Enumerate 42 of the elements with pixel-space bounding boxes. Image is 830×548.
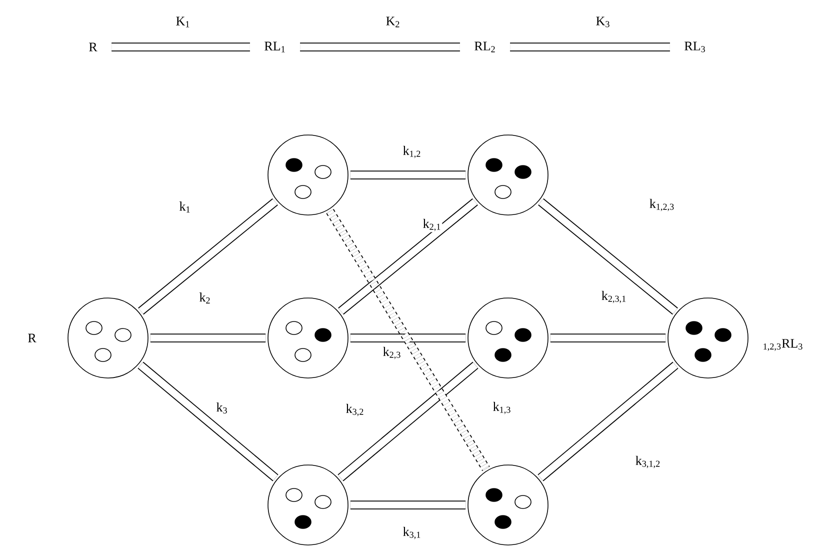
rate-constant-label: k$_{3}$ [215, 402, 229, 414]
species-label: RL$_{3}$ [684, 42, 705, 52]
species-label: RL$_{1}$ [264, 42, 285, 52]
receptor-circle-drawing [468, 134, 548, 216]
species-label: R [89, 42, 98, 52]
rate-constant-label: k$_{2,3}$ [382, 346, 402, 360]
species-label: $_{1,2,3}$RL$_{3}$ [764, 339, 802, 351]
rate-constant-label: k$_{1}$ [178, 200, 192, 214]
species-label: R [28, 334, 36, 342]
rate-constant-label: k$_{2}$ [198, 292, 212, 304]
receptor-circle-drawing [268, 464, 348, 546]
equilibrium-line [112, 42, 250, 52]
receptor-circle-drawing [268, 134, 348, 216]
rate-constant-label: k$_{1,2}$ [402, 144, 422, 160]
equilibrium-line [338, 362, 478, 482]
equilibrium-line [338, 198, 478, 315]
equilibrium-line [326, 208, 490, 472]
equilibrium-line [350, 500, 466, 510]
receptor-circle-drawing [468, 464, 548, 546]
equilibrium-line [300, 42, 460, 52]
species-label: RL$_{2}$ [474, 42, 495, 52]
equilibrium-line [150, 334, 266, 342]
equilibrium-line [510, 42, 670, 52]
rate-constant-label: k$_{1,2,3}$ [648, 198, 676, 212]
rate-constant-label: K$_{1}$ [174, 16, 192, 28]
equilibrium-line [350, 170, 466, 180]
rate-constant-label: K$_{3}$ [594, 16, 612, 28]
equilibrium-line [350, 334, 466, 342]
equilibrium-line [550, 334, 666, 342]
rate-constant-label: k$_{3,2}$ [344, 402, 366, 418]
rate-constant-label: k$_{2,3,1}$ [600, 290, 628, 304]
rate-constant-label: K$_{2}$ [384, 16, 402, 28]
equilibrium-line [538, 362, 678, 482]
rate-constant-label: k$_{3,1}$ [402, 526, 422, 540]
equilibrium-line [138, 362, 278, 482]
equilibrium-line [138, 198, 278, 315]
equilibrium-line [538, 198, 678, 315]
rate-constant-label: k$_{2,1}$ [422, 218, 442, 232]
rate-constant-label: k$_{1,3}$ [492, 400, 512, 416]
rate-constant-label: k$_{3,1,2}$ [634, 454, 662, 470]
receptor-circle-drawing [468, 298, 548, 378]
receptor-circle-drawing [268, 298, 348, 378]
